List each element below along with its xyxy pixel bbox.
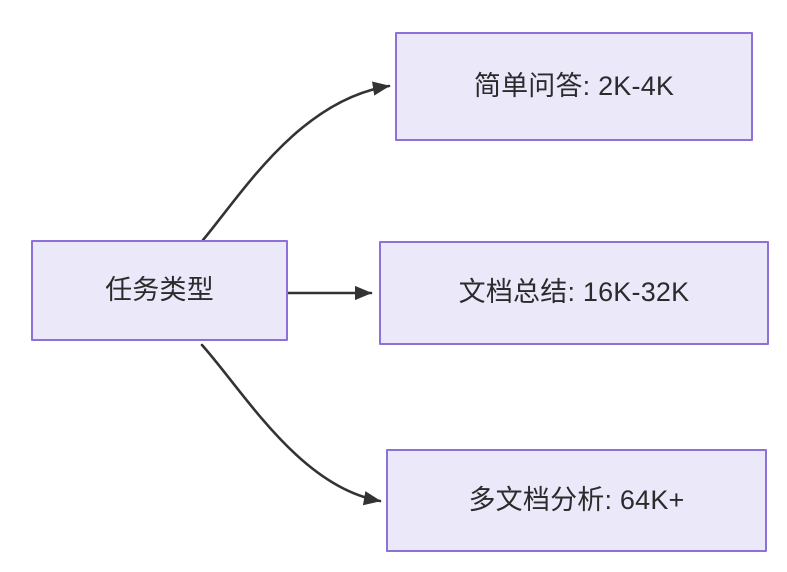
edge-root-to-simple-qa bbox=[201, 81, 391, 242]
node-multi-doc-label: 多文档分析: 64K+ bbox=[468, 484, 685, 515]
node-task-type[interactable]: 任务类型 bbox=[31, 240, 288, 341]
node-doc-summary[interactable]: 文档总结: 16K-32K bbox=[379, 241, 769, 345]
node-task-type-label: 任务类型 bbox=[105, 274, 214, 305]
node-multi-doc[interactable]: 多文档分析: 64K+ bbox=[386, 449, 767, 552]
edge-root-to-multi-doc bbox=[200, 343, 382, 506]
node-simple-qa[interactable]: 简单问答: 2K-4K bbox=[395, 32, 753, 141]
node-simple-qa-label: 简单问答: 2K-4K bbox=[473, 70, 675, 101]
node-doc-summary-label: 文档总结: 16K-32K bbox=[458, 277, 690, 308]
